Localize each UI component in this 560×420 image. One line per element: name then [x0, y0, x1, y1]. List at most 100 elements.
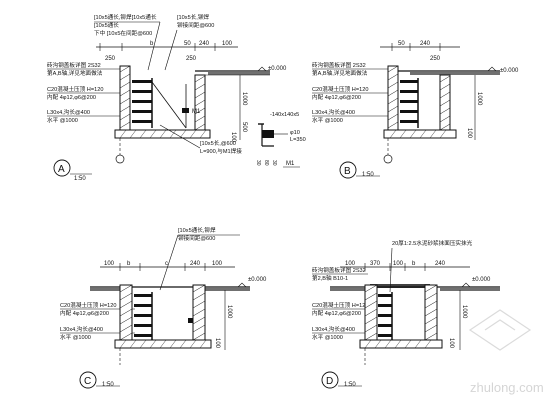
note: 内配 4φ12,φ6@200	[312, 309, 361, 317]
note: 水平 @1000	[312, 116, 343, 124]
note: C20混凝土压顶 H=120	[312, 301, 368, 309]
detail-b: 50 240 250 砖沟钢盖板详图 2S32 第A,B轴,详见地面做法 C20…	[312, 41, 519, 179]
note: 内配 4φ12,φ6@200	[60, 309, 109, 317]
dim-label: 100	[448, 338, 454, 349]
note: 水平 @1000	[47, 116, 78, 124]
note: L30x4,沟长@400	[47, 108, 90, 116]
note: 第2,B轴 B10-1	[312, 274, 348, 282]
elevation-label: ±0.000	[500, 68, 519, 74]
dim-label: 80	[263, 160, 269, 166]
scale-label: 1:50	[102, 382, 114, 388]
note: [10x5通长	[94, 21, 119, 29]
note: 砖沟钢盖板详图 2S32	[312, 266, 366, 274]
trench-base	[114, 129, 211, 139]
note: 水平 @1000	[60, 333, 91, 341]
dim-label: 1000	[476, 92, 482, 106]
note: 20厚1:2.5水泥砂浆抹面压实抹光	[392, 239, 473, 247]
elevation-label: ±0.000	[472, 277, 491, 283]
detail-bubble-a	[53, 159, 71, 177]
note: 砖沟钢盖板详图 2S32	[312, 61, 366, 69]
note: 内配 4φ12,φ6@200	[47, 93, 96, 101]
dim-label: 370	[370, 261, 381, 267]
note: 内配 4φ12,φ6@200	[312, 93, 361, 101]
dim-label: 250	[430, 56, 441, 62]
dim-label: 1000	[241, 92, 247, 106]
note: L30x4,沟长@400	[312, 325, 355, 333]
channel-rungs	[378, 292, 393, 340]
detail-bubble-d	[321, 371, 339, 389]
detail-id: C	[84, 376, 91, 387]
dim-label: 100	[393, 261, 404, 267]
detail-c: 100 b c 240 100 [10x5通长,铆焊 铆接间距@600 C20混…	[60, 226, 267, 389]
note: [10x5通长,铆焊[10x5通长	[94, 13, 157, 21]
part-label: M1	[192, 109, 201, 115]
note: 下中 [10x5在间距@600	[94, 29, 152, 37]
note: 第A,B轴,详见地面做法	[312, 69, 368, 77]
note: [10x5长,@600	[200, 139, 236, 147]
dim-label: 100	[230, 132, 236, 143]
dim-label: 100	[104, 261, 115, 267]
watermark-logo-icon	[468, 309, 532, 351]
dim-label: 240	[420, 41, 431, 47]
note: C20混凝土压顶 H=120	[47, 85, 103, 93]
dim-label: 100	[212, 261, 223, 267]
scale-label: 1:50	[344, 382, 356, 388]
note: [10x5长,铆焊	[177, 13, 209, 21]
detail-id: A	[58, 164, 65, 175]
detail-a: b 50 240 100 250 250 [10x5通长,铆焊[10x5通长 […	[47, 13, 306, 182]
note: L30x4,沟长@400	[60, 325, 103, 333]
cover-plate	[370, 284, 430, 288]
dim-label: 240	[190, 261, 201, 267]
note: L30x4,沟长@400	[312, 108, 355, 116]
channel-rungs	[134, 292, 153, 340]
watermark: zhulong.com	[468, 309, 544, 395]
dim-label: b	[127, 261, 131, 267]
dim-label: 1000	[461, 305, 467, 319]
note: 铆接间距@600	[178, 234, 215, 242]
note: 砖沟钢盖板详图 2S32	[47, 61, 101, 69]
scale-label: 1:50	[74, 176, 86, 182]
note: L=350	[290, 137, 306, 143]
dim-label: 30	[271, 160, 277, 166]
detail-bubble-c	[79, 371, 97, 389]
dim-label: 250	[186, 56, 197, 62]
note: -140x140x5	[270, 112, 299, 118]
note: C20混凝土压顶 H=120	[60, 301, 116, 309]
elevation-label: ±0.000	[248, 277, 267, 283]
scale-label: 1:50	[362, 172, 374, 178]
dim-label: 1000	[226, 305, 232, 319]
m1-plate-detail: -140x140x5 φ10 L=350 30 80 30 M1	[255, 112, 306, 168]
axis-bubble	[115, 154, 125, 164]
dim-label: 100	[345, 261, 356, 267]
dim-label: 250	[105, 56, 116, 62]
dim-label: c	[165, 261, 168, 267]
detail-id: B	[344, 166, 351, 177]
dim-label: 100	[214, 338, 220, 349]
dim-label: b	[412, 261, 416, 267]
detail-d: 100 370 100 b 240 20厚1:2.5水泥砂浆抹面压实抹光 砖沟钢…	[312, 239, 500, 389]
detail-id: D	[326, 376, 333, 387]
part-label: M1	[286, 161, 295, 167]
dim-label: 240	[199, 41, 210, 47]
dim-label: 30	[255, 160, 261, 166]
dim-label: 50	[184, 41, 191, 47]
elevation-marker	[257, 66, 267, 72]
elevation-label: ±0.000	[268, 66, 287, 72]
channel-rungs	[132, 78, 153, 128]
detail-bubble-b	[339, 161, 357, 179]
dim-label: 100	[466, 128, 472, 139]
leader-line	[164, 29, 178, 71]
note: 水平 @1000	[312, 333, 343, 341]
note: φ10	[290, 130, 300, 136]
watermark-text: zhulong.com	[470, 380, 544, 395]
leader-line	[147, 21, 161, 71]
note: [10x5通长,铆焊	[178, 226, 216, 234]
dim-label: 50	[398, 41, 405, 47]
dim-label: 500	[241, 122, 247, 133]
note: L=900,与M1焊接	[200, 147, 242, 155]
note: C20混凝土压顶 H=120	[312, 85, 368, 93]
note: 第A,B轴,详见地面做法	[47, 69, 103, 77]
note: 铆接间距@600	[177, 21, 214, 29]
dim-label: 100	[222, 41, 233, 47]
